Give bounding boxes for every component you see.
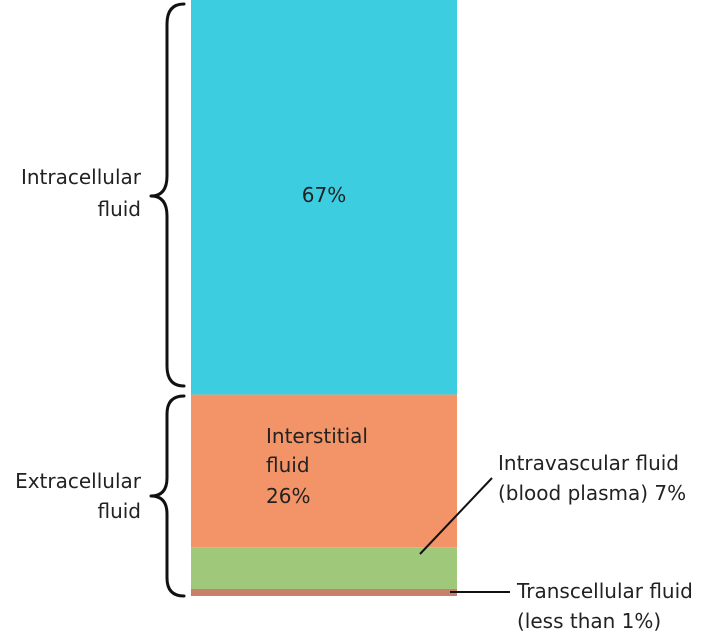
extracellular-brace: [149, 394, 186, 598]
intracellular-brace: [149, 2, 186, 388]
intracellular-label-line1: Intracellular: [21, 165, 142, 189]
intravascular-label-line1: Intravascular fluid: [498, 451, 679, 475]
intracellular-value-label: 67%: [302, 183, 346, 207]
intracellular-label-line2: fluid: [97, 197, 141, 221]
interstitial-label-line2: fluid: [266, 453, 310, 477]
extracellular-label-line2: fluid: [97, 499, 141, 523]
bar-segment-intracellular: [191, 0, 457, 395]
intravascular-label-line2: (blood plasma) 7%: [498, 481, 686, 505]
transcellular-label-line2: (less than 1%): [517, 609, 661, 633]
extracellular-label-line1: Extracellular: [15, 469, 142, 493]
bar-segment-interstitial: [191, 394, 457, 548]
intravascular-leader-line: [419, 477, 493, 555]
interstitial-value-label: 26%: [266, 484, 310, 508]
bar-segment-transcellular: [191, 589, 457, 596]
interstitial-label-line1: Interstitial: [266, 424, 368, 448]
transcellular-label-line1: Transcellular fluid: [516, 579, 693, 603]
bar-segment-intravascular: [191, 547, 457, 589]
